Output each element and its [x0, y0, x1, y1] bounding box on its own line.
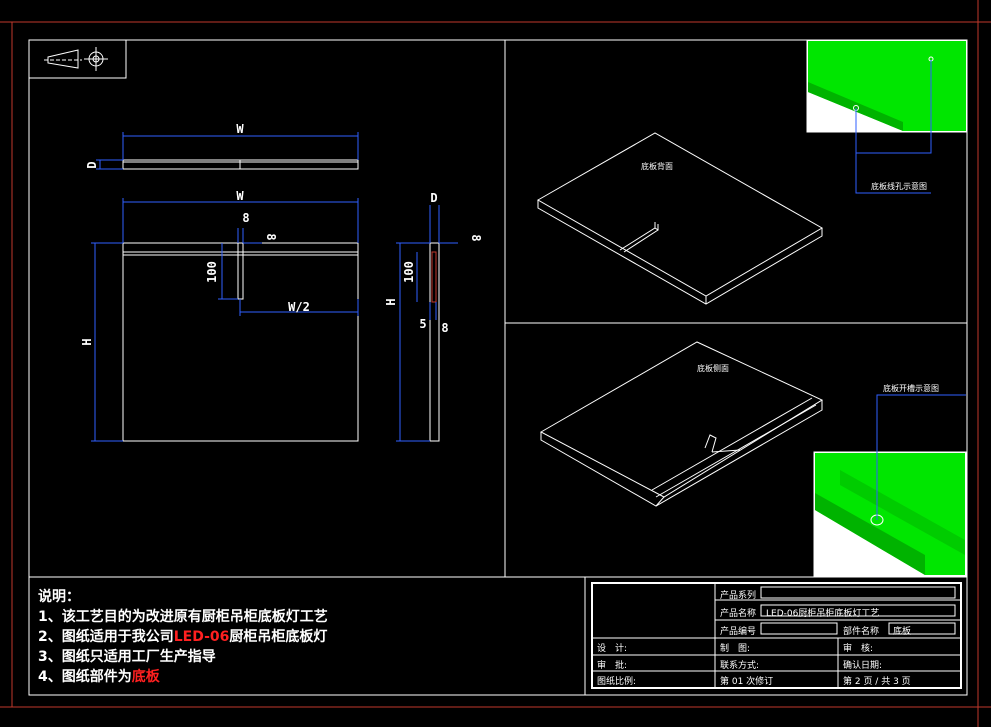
top-view — [96, 132, 359, 170]
notes-line-2-pre: 2、图纸适用于我公司 — [38, 629, 174, 645]
dim-8-side-bottom: 8 — [441, 321, 448, 335]
dim-8-side: 8 — [469, 234, 483, 241]
dim-100-front: 100 — [205, 261, 219, 283]
tb-confirm: 确认日期: — [843, 661, 883, 671]
notes-line-1: 1、该工艺目的为改进原有厨柜吊柜底板灯工艺 — [38, 609, 328, 625]
tb-scale: 图纸比例: — [597, 677, 637, 687]
dim-5-side: 5 — [419, 317, 426, 331]
title-block-grid — [591, 582, 962, 689]
iso-view-back — [536, 132, 823, 305]
dim-d-side: D — [430, 191, 437, 205]
label-detail-slot: 底板开槽示意图 — [883, 383, 939, 393]
notes-line-4-pre: 4、图纸部件为 — [38, 669, 132, 685]
tb-part-label: 部件名称 — [843, 627, 880, 637]
tb-contact: 联系方式: — [720, 661, 760, 671]
notes-line-2: 2、图纸适用于我公司LED-06厨柜吊柜底板灯 — [38, 626, 327, 646]
dim-100-side: 100 — [402, 261, 416, 283]
tb-code-label: 产品编号 — [720, 627, 757, 637]
label-iso-side: 底板侧面 — [697, 363, 729, 373]
side-view — [396, 205, 458, 442]
tb-series-label: 产品系列 — [720, 591, 757, 601]
label-iso-back: 底板背面 — [641, 161, 673, 171]
dim-8-front-side: 8 — [264, 233, 278, 240]
tb-page: 第 2 页 / 共 3 页 — [843, 677, 911, 687]
notes-line-2-post: 厨柜吊柜底板灯 — [229, 629, 328, 645]
tb-name-label: 产品名称 — [720, 609, 757, 619]
projection-symbol-icon — [28, 39, 127, 79]
notes-line-4-part: 底板 — [131, 669, 160, 685]
dim-h-side: H — [384, 298, 398, 305]
label-detail-hole: 底板线孔示意图 — [871, 181, 927, 191]
tb-review: 审 核: — [843, 644, 874, 654]
notes-title: 说明： — [38, 589, 80, 605]
tb-check: 审 批: — [597, 661, 628, 671]
dim-w-top: W — [236, 122, 244, 136]
dim-d-top: D — [85, 161, 99, 168]
notes-line-2-model: LED-06 — [173, 629, 230, 645]
notes-panel: 说明： 1、该工艺目的为改进原有厨柜吊柜底板灯工艺 2、图纸适用于我公司LED-… — [30, 580, 580, 695]
dim-h-front: H — [80, 338, 94, 345]
dim-w-front: W — [236, 189, 244, 203]
detail-hole-view — [806, 39, 968, 194]
notes-line-4: 4、图纸部件为底板 — [38, 666, 160, 686]
notes-line-3: 3、图纸只适用工厂生产指导 — [38, 649, 216, 665]
dim-8-front-top: 8 — [242, 211, 249, 225]
drawing-border — [28, 39, 968, 696]
tb-name-value[interactable]: LED-06厨柜吊柜底板灯工艺 — [766, 609, 880, 619]
tb-part-value[interactable]: 底板 — [893, 627, 912, 637]
detail-slot-view — [813, 394, 967, 577]
iso-view-side — [539, 341, 824, 507]
tb-draw: 制 图: — [720, 644, 751, 654]
front-view — [91, 198, 359, 442]
dim-half-w: W/2 — [288, 300, 310, 314]
tb-revision: 第 01 次修订 — [720, 677, 774, 687]
tb-design: 设 计: — [597, 644, 628, 654]
